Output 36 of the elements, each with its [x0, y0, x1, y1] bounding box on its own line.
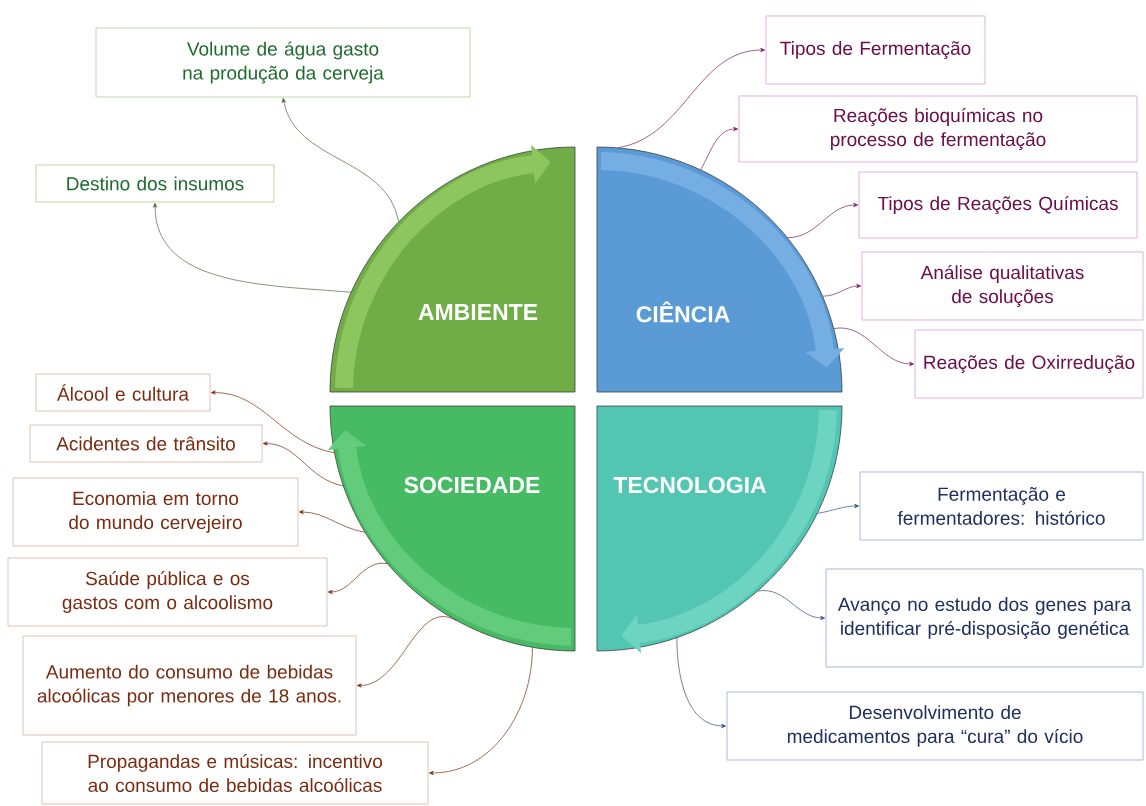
quadrant-label: AMBIENTE: [418, 304, 538, 320]
topic-box: Reações bioquímicas no processo de fermentação: [738, 95, 1138, 163]
connector-arrow: [298, 509, 366, 533]
connector-arrow: [428, 647, 533, 776]
topic-box: Tipos de Reações Químicas: [858, 171, 1138, 239]
topic-box: Propagandas e músicas: incentivo ao consumo de bebidas alcoólicas: [41, 741, 429, 805]
topic-box: Volume de água gasto na produção da cerveja: [95, 27, 471, 98]
connector-arrow: [618, 47, 766, 149]
topic-box: Desenvolvimento de medicamentos para “cura” do vício: [726, 691, 1144, 761]
topic-box: Reações de Oxirredução: [914, 329, 1144, 399]
quadrant-label: SOCIEDADE: [404, 476, 540, 494]
connector-arrow: [817, 503, 860, 514]
connector-arrow: [676, 637, 727, 729]
connector-arrow: [262, 441, 344, 487]
topic-box: Tipos de Fermentação: [765, 15, 986, 85]
topic-box: Fermentação e fermentadores: histórico: [859, 471, 1144, 541]
connector-arrow: [822, 283, 862, 297]
connector-arrow: [787, 202, 859, 239]
topic-box: Acidentes de trânsito: [29, 424, 263, 463]
topic-box: Saúde pública e os gastos com o alcoolismo: [7, 557, 328, 627]
quadrant-label: TECNOLOGIA: [613, 476, 767, 494]
connector-arrow: [327, 562, 388, 595]
connector-arrow: [833, 327, 915, 367]
topic-box: Economia em torno do mundo cervejeiro: [12, 477, 299, 547]
connector-arrow: [757, 590, 826, 621]
topic-box: Avanço no estudo dos genes para identificar pré-disposição genética: [825, 568, 1144, 668]
topic-box: Aumento do consumo de bebidas alcoólicas por menores de 18 anos.: [22, 635, 357, 736]
quadrant-label: CIÊNCIA: [636, 301, 730, 323]
topic-box: Álcool e cultura: [35, 373, 211, 412]
connector-arrow: [152, 202, 352, 293]
connector-arrow: [700, 126, 739, 171]
topic-box: Análise qualitativas de soluções: [861, 251, 1144, 321]
connector-arrow: [281, 97, 399, 222]
connector-arrow: [356, 616, 457, 688]
connector-arrow: [210, 390, 335, 454]
topic-box: Destino dos insumos: [35, 164, 275, 203]
